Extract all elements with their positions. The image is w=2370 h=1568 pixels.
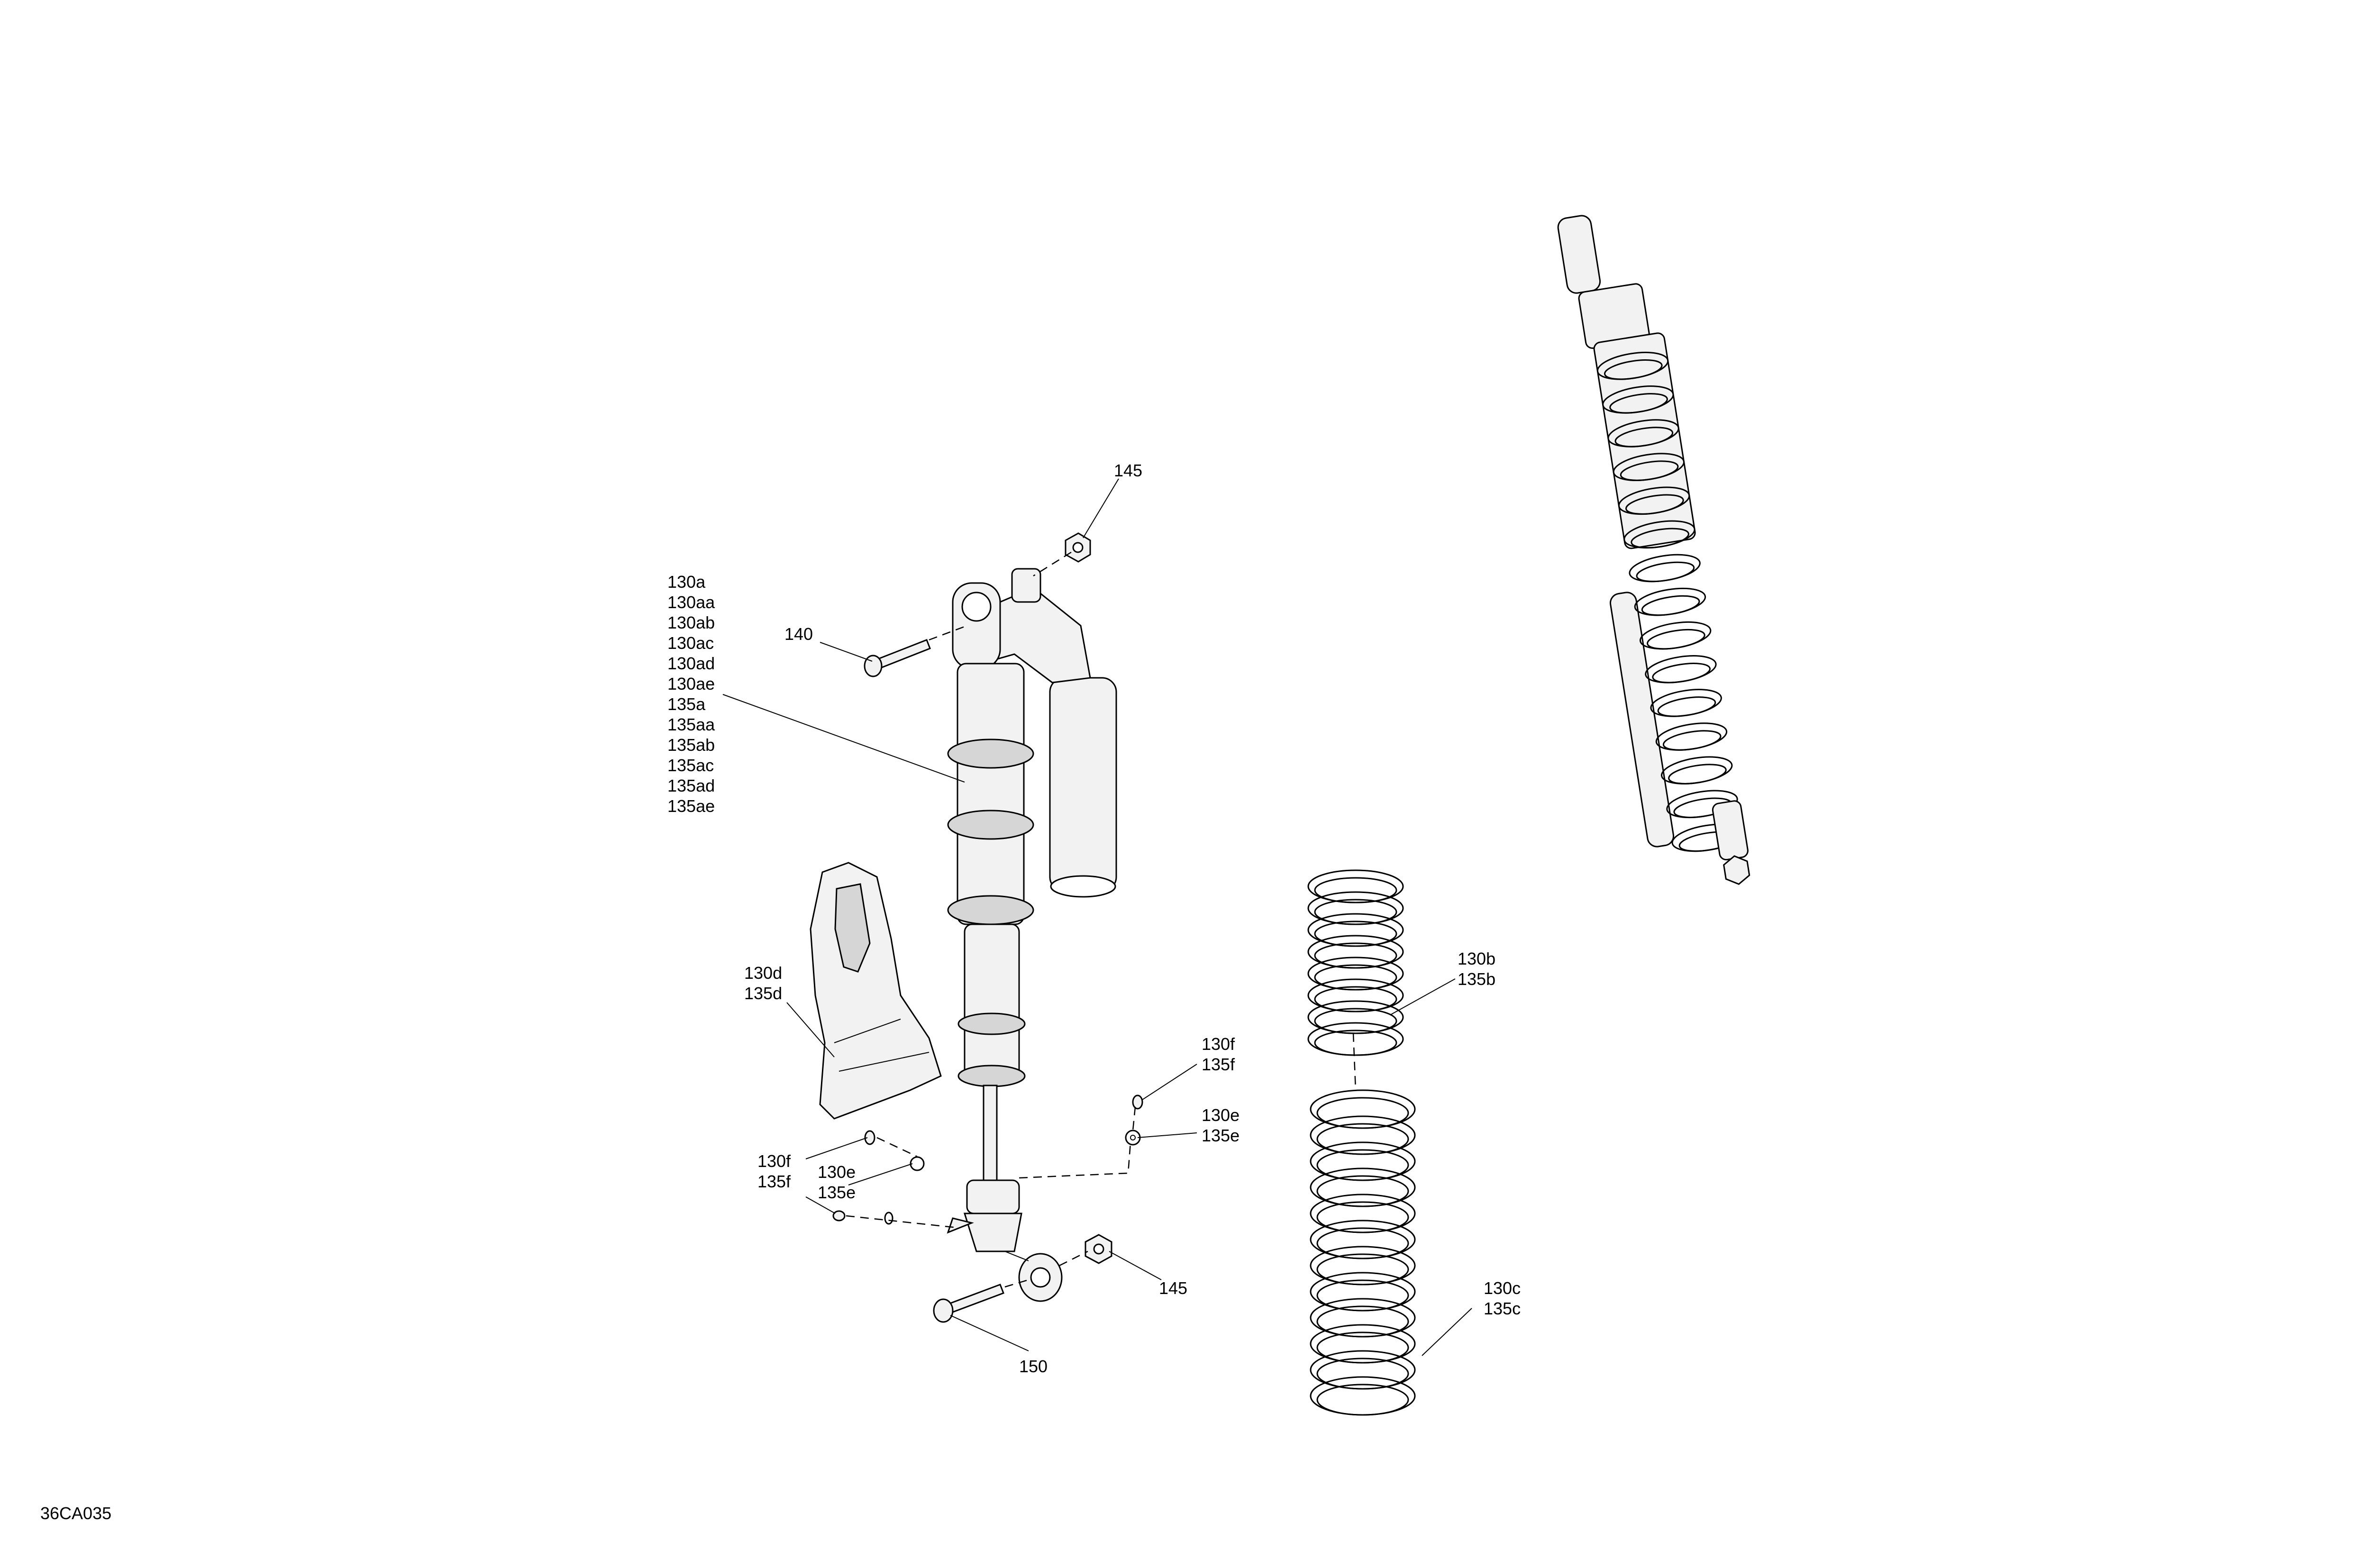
spring-coil-inner [1641, 595, 1700, 616]
shock-guard [810, 862, 942, 1120]
top-bolt-140 [864, 639, 931, 677]
callout-130aa: 130aa [667, 593, 715, 612]
callout-135ab: 135ab [667, 735, 715, 755]
callout-bottom-bolt: 150 [1019, 1357, 1048, 1376]
spring-coil-inner [1657, 696, 1716, 717]
spring-coil-inner [1316, 1331, 1409, 1364]
callout-lower-spring-130c: 130c [1484, 1278, 1521, 1298]
spring-coil-inner [1316, 1279, 1409, 1312]
callout-135aa: 135aa [667, 715, 715, 734]
spring-coil-inner [1314, 1008, 1397, 1034]
spring-coil-inner [1316, 1253, 1409, 1285]
callout-right-screw-135f: 135f [1202, 1055, 1235, 1074]
callout-135ad: 135ad [667, 776, 715, 795]
callout-left-washer-130e: 130e [818, 1162, 856, 1182]
spring-coil-inner [1314, 964, 1397, 991]
assembly-lines [846, 551, 1357, 1288]
callout-guard-135d: 135d [744, 984, 782, 1003]
callout-shock-group: 130a 130aa 130ab 130ac 130ad 130ae 135a … [667, 572, 715, 816]
callout-upper-spring-130b: 130b [1458, 949, 1495, 968]
spring-coil-inner [1609, 393, 1668, 414]
spring-coil-inner [1316, 1227, 1409, 1259]
callout-left-screw-135f: 135f [757, 1172, 791, 1191]
callout-left-washer-135e: 135e [818, 1183, 856, 1202]
spring-coil-inner [1314, 1030, 1397, 1056]
spring-coil-inner [1314, 899, 1397, 925]
spring-coil-inner [1314, 986, 1397, 1012]
spring-coil-inner [1314, 877, 1397, 903]
callout-130ab: 130ab [667, 613, 715, 632]
spring-coil-inner [1316, 1384, 1409, 1416]
callout-135a: 135a [667, 694, 706, 714]
top-nut-145 [1065, 532, 1091, 563]
left-washer-130e [884, 1156, 925, 1225]
callout-top-nut: 145 [1114, 461, 1142, 480]
spring-coil-inner [1662, 730, 1722, 751]
spring-coil-inner [1652, 663, 1711, 684]
spring-coil-inner [1316, 1149, 1409, 1181]
spring-coil-inner [1316, 1305, 1409, 1338]
spring-coil-inner [1316, 1358, 1409, 1390]
leader-lines [722, 478, 1472, 1356]
callout-right-screw-130f: 130f [1202, 1034, 1235, 1054]
assembled-shock [1557, 215, 1750, 885]
bottom-bolt-150 [933, 1284, 1004, 1323]
callout-135ae: 135ae [667, 796, 715, 816]
left-screw-130f [832, 1130, 875, 1222]
callout-right-washer-135e: 135e [1202, 1126, 1240, 1145]
right-screw-130f [1132, 1094, 1143, 1110]
callout-top-bolt: 140 [784, 624, 813, 644]
spring-coil-inner [1314, 942, 1397, 969]
spring-coil-inner [1316, 1201, 1409, 1233]
spring-coil-inner [1316, 1123, 1409, 1155]
callout-bottom-nut: 145 [1159, 1278, 1187, 1298]
bottom-nut-145 [1085, 1234, 1112, 1264]
spring-coil-inner [1314, 921, 1397, 947]
spring-coil-inner [1614, 427, 1674, 447]
callout-130ae: 130ae [667, 674, 715, 693]
spring-coil-inner [1668, 764, 1727, 784]
callout-upper-spring-135b: 135b [1458, 969, 1495, 989]
spring-coil-inner [1620, 460, 1679, 481]
callout-guard-130d: 130d [744, 963, 782, 983]
spring-coil-inner [1316, 1175, 1409, 1207]
spring-coil-inner [1316, 1097, 1409, 1129]
spring-coil-inner [1631, 528, 1689, 548]
callout-lower-spring-135c: 135c [1484, 1299, 1521, 1318]
upper-spring [1307, 869, 1404, 1056]
shock-absorber [947, 568, 1117, 1302]
spring-coil-inner [1625, 494, 1684, 515]
diagram-code: 36CA035 [40, 1504, 111, 1523]
lower-spring [1310, 1089, 1416, 1416]
spring-coil-inner [1647, 629, 1705, 650]
callout-135ac: 135ac [667, 756, 714, 775]
callout-130ac: 130ac [667, 633, 714, 653]
callout-130a: 130a [667, 572, 706, 592]
spring-coil-inner [1604, 359, 1663, 380]
callout-right-washer-130e: 130e [1202, 1105, 1240, 1125]
callout-left-screw-130f: 130f [757, 1151, 791, 1171]
callout-130ad: 130ad [667, 654, 715, 673]
spring-coil-inner [1636, 561, 1695, 583]
